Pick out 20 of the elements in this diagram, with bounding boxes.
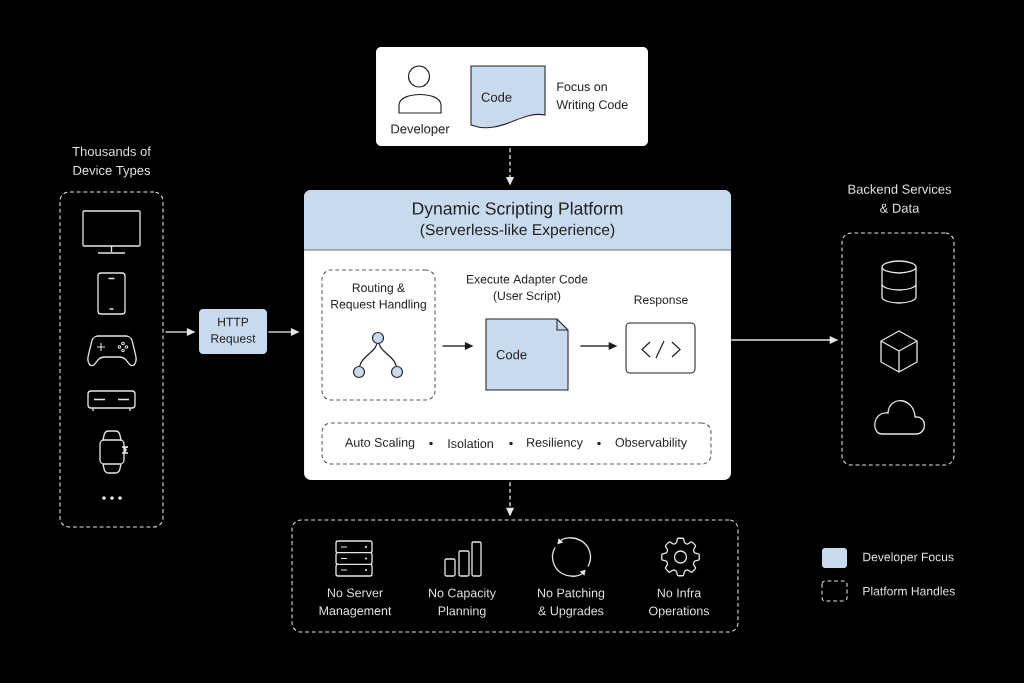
icon-label: No Infra Operations — [649, 588, 710, 618]
request-box: HTTP Request — [199, 309, 267, 354]
heading: Backend Services & Data — [848, 184, 952, 213]
heading: Thousands of Device Types — [72, 146, 151, 178]
icon-label: Developer — [391, 123, 450, 137]
heading: Response — [634, 295, 688, 307]
feature-label: Observability — [615, 437, 688, 450]
legend-label: Platform Handles — [863, 586, 955, 596]
title: Dynamic Scripting Platform — [413, 201, 623, 219]
icon-label: No Capacity Planning — [429, 588, 496, 618]
note: Focus on Writing Code — [556, 82, 628, 112]
feature-label: Isolation — [448, 438, 493, 449]
feature-label: Auto Scaling — [345, 437, 415, 450]
legend-label: Developer Focus — [863, 552, 954, 564]
heading: Execute Adapter Code (User Script) — [467, 274, 588, 303]
feature-label: Resiliency — [527, 437, 583, 450]
icon-label: No Server Management — [319, 588, 392, 618]
subtitle: (Serverless-like Experience) — [420, 223, 615, 239]
dashed-box: Routing & Request Handling — [321, 269, 436, 401]
icon-label: No Patching & Upgrades — [538, 588, 605, 618]
